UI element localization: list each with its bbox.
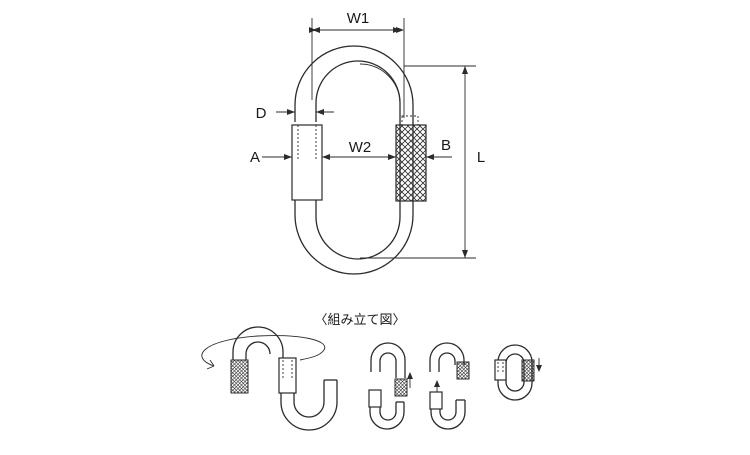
assembly-step-2 (368, 342, 413, 430)
label-d: D (256, 105, 267, 122)
plain-sleeve (278, 357, 297, 394)
plain-sleeve (291, 124, 323, 201)
knurled-nut (394, 378, 408, 397)
knurled-nut (230, 359, 249, 394)
assembly-step-4 (494, 344, 542, 401)
knurled-nut (456, 361, 470, 380)
dimension-lines (262, 18, 476, 259)
label-a: A (250, 149, 260, 166)
plain-sleeve (494, 359, 507, 381)
quick-link-main-view (291, 45, 427, 275)
assembly-caption: 〈組み立て図〉 (314, 313, 405, 328)
knurled-nut (521, 359, 535, 382)
label-l: L (477, 149, 485, 166)
label-b: B (441, 137, 451, 154)
plain-sleeve (429, 391, 443, 410)
label-w2: W2 (349, 139, 372, 156)
label-w1: W1 (347, 10, 370, 27)
dimension-labels: W1 D A W2 B L (250, 10, 485, 166)
plain-sleeve (368, 389, 382, 408)
assembly-step-1 (201, 326, 338, 431)
knurled-nut (395, 124, 427, 202)
assembly-step-3 (429, 342, 470, 430)
